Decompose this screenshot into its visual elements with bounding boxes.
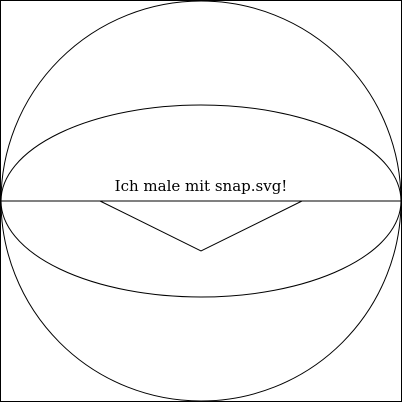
caption-text: Ich male mit snap.svg! [115,177,288,195]
v-shape [99,200,303,252]
